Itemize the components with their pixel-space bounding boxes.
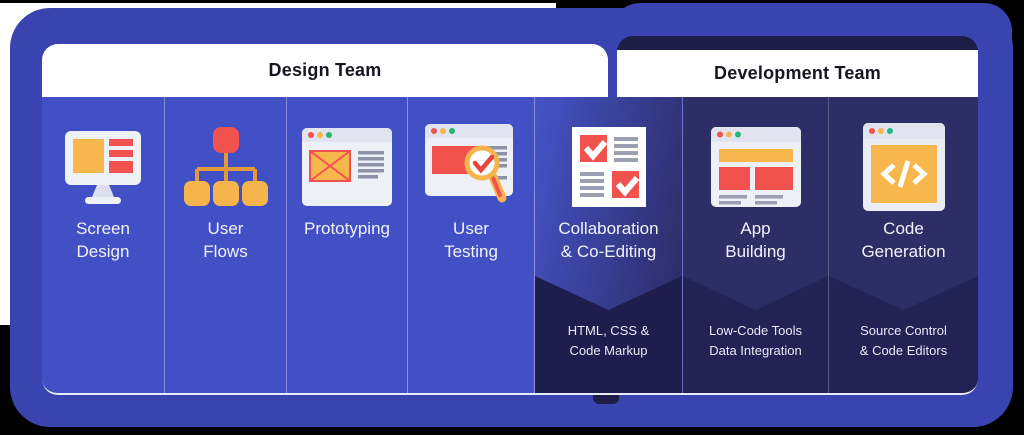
column-sublabel: Source Control & Code Editors bbox=[859, 323, 948, 358]
dev-card-bottom-notch bbox=[593, 395, 619, 404]
column-label: User Testing bbox=[444, 219, 498, 261]
column-collaboration-co-editing: Collaboration & Co-Editing HTML, CSS & C… bbox=[535, 97, 683, 393]
column-label: User Flows bbox=[203, 219, 248, 261]
column-label: Screen Design bbox=[76, 219, 130, 261]
column-label: Code Generation bbox=[861, 219, 946, 261]
column-label: Collaboration & Co-Editing bbox=[558, 219, 659, 261]
checklist-icon bbox=[535, 121, 682, 213]
column-app-building: App Building Low-Code Tools Data Integra… bbox=[683, 97, 829, 393]
column-label: Prototyping bbox=[304, 219, 390, 238]
column-sublabel: Low-Code Tools Data Integration bbox=[709, 323, 802, 358]
column-screen-design: Screen Design bbox=[42, 97, 165, 393]
flowchart-icon bbox=[165, 121, 286, 213]
workflow-columns: Screen Design User Flows bbox=[42, 97, 978, 395]
column-label: App Building bbox=[725, 219, 786, 261]
wireframe-browser-icon bbox=[287, 121, 407, 213]
code-browser-icon bbox=[829, 121, 978, 213]
column-code-generation: Code Generation Source Control & Code Ed… bbox=[829, 97, 978, 393]
app-layout-browser-icon bbox=[683, 121, 828, 213]
column-user-flows: User Flows bbox=[165, 97, 287, 393]
development-team-title: Development Team bbox=[714, 63, 881, 83]
column-user-testing: User Testing bbox=[408, 97, 535, 393]
teams-board: Design Team Development Team bbox=[10, 8, 1013, 427]
design-team-header: Design Team bbox=[42, 44, 608, 97]
magnifier-check-browser-icon bbox=[408, 121, 534, 213]
monitor-icon bbox=[42, 121, 164, 213]
column-sublabel: HTML, CSS & Code Markup bbox=[567, 323, 650, 358]
column-prototyping: Prototyping bbox=[287, 97, 408, 393]
design-team-title: Design Team bbox=[268, 60, 382, 80]
development-team-header: Development Team bbox=[617, 50, 978, 97]
